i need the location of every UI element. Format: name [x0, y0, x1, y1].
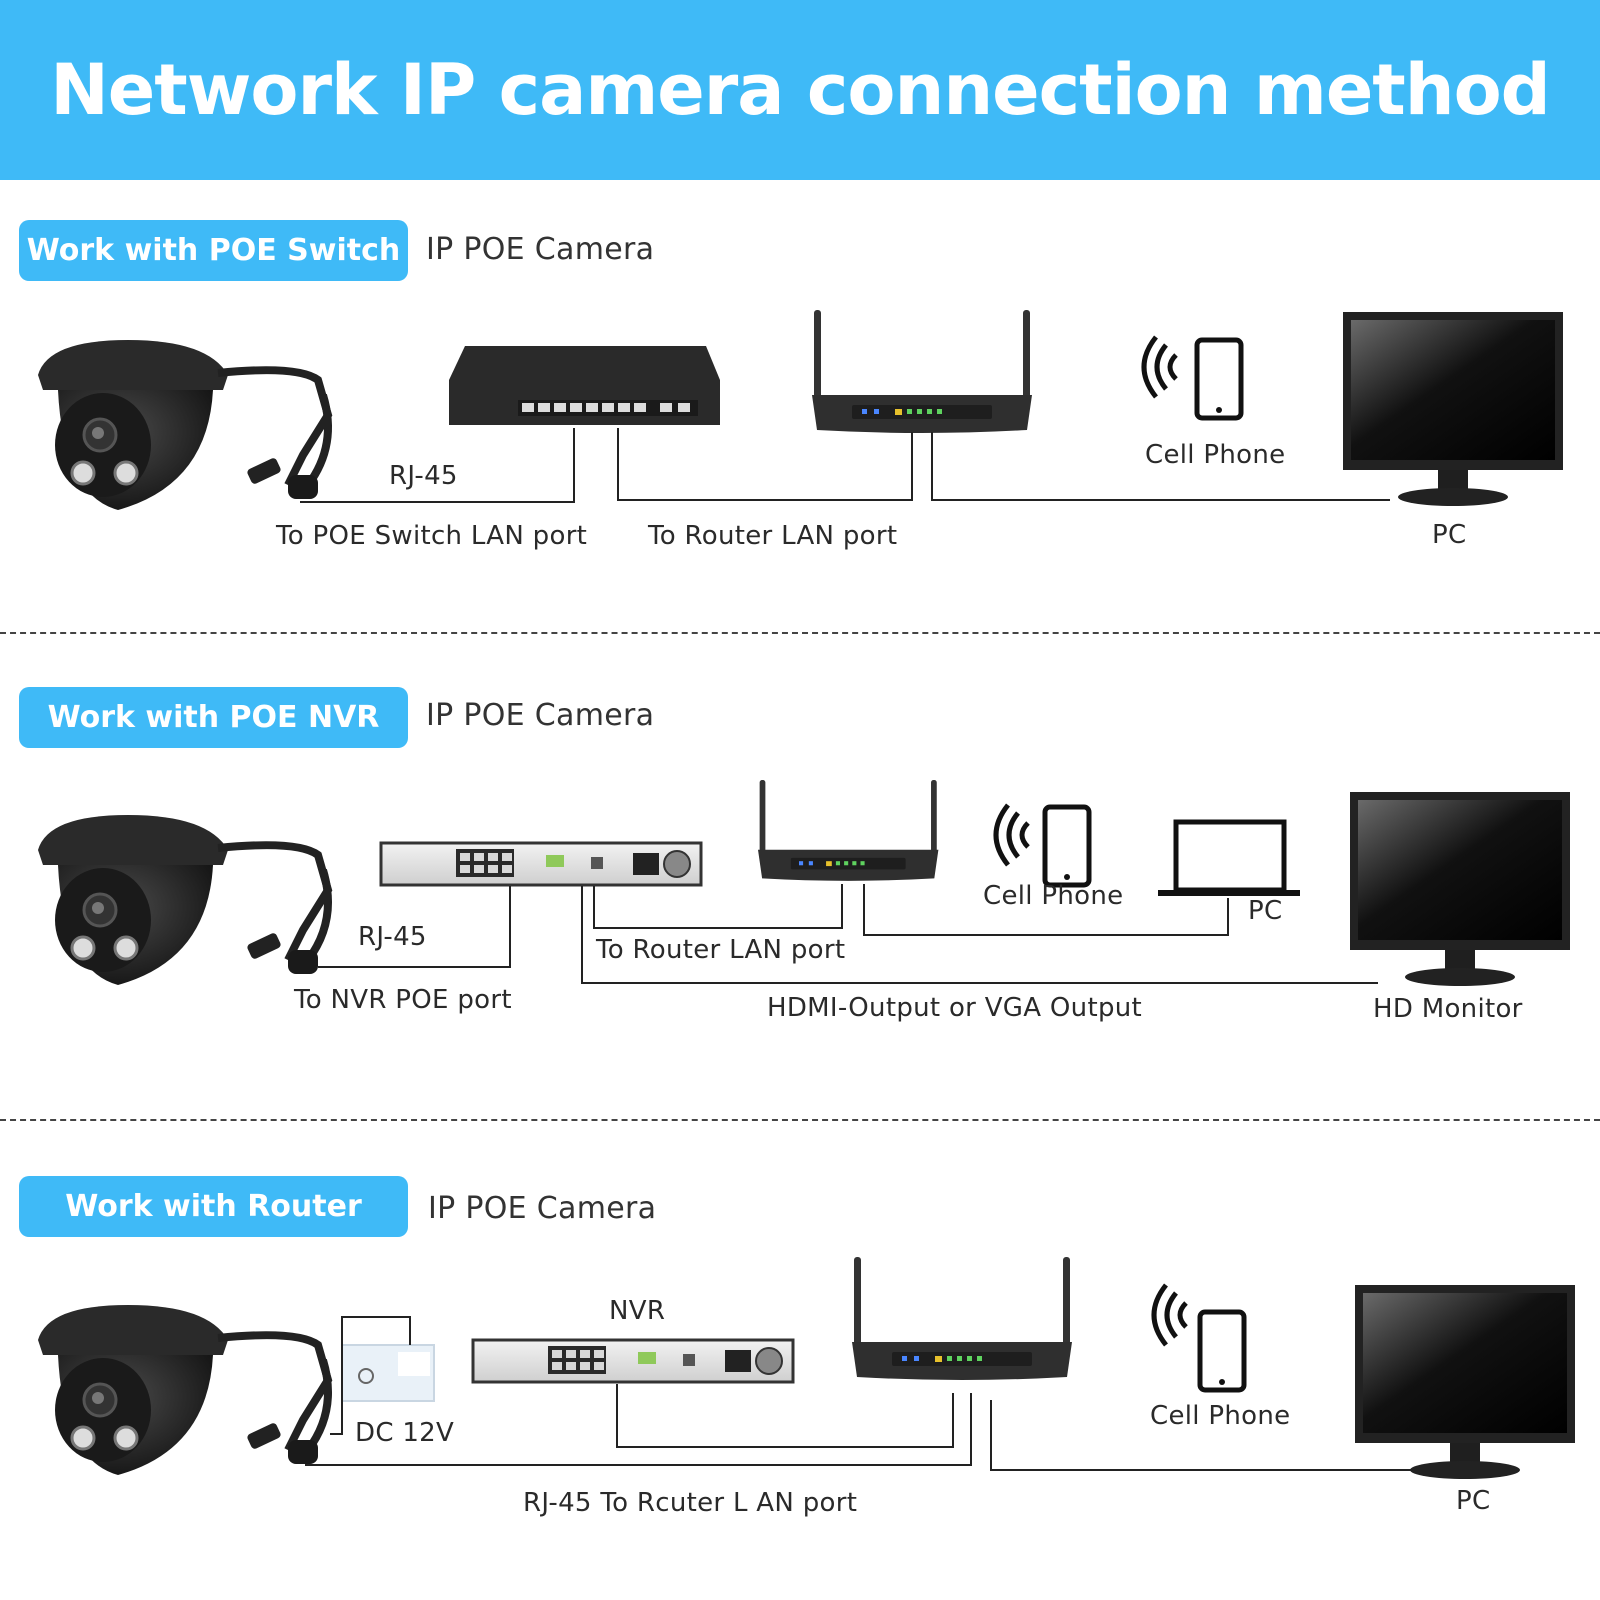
- label-cell-phone: Cell Phone: [1150, 1401, 1291, 1431]
- connection-lines: [300, 428, 1390, 503]
- label-rj45: RJ-45: [389, 461, 458, 491]
- connection-lines: [318, 884, 1378, 984]
- section-badge-poe-switch: Work with POE Switch: [19, 220, 408, 281]
- label-dc12v: DC 12V: [355, 1418, 455, 1448]
- dome-camera-icon: [38, 340, 328, 510]
- label-to-router: To Router LAN port: [596, 935, 846, 965]
- section-divider: [0, 1119, 1600, 1121]
- label-rj45: RJ-45: [358, 922, 427, 952]
- wifi-signal-icon: [996, 805, 1028, 865]
- diagram-router: [0, 1257, 1575, 1479]
- wifi-signal-icon: [1144, 337, 1176, 397]
- section-badge-poe-nvr: Work with POE NVR: [19, 687, 408, 748]
- monitor-icon: [1350, 792, 1570, 986]
- label-to-router: To Router LAN port: [648, 521, 898, 551]
- camera-title: IP POE Camera: [428, 1191, 657, 1226]
- cell-phone-icon: [1197, 340, 1241, 418]
- laptop-icon: [1158, 819, 1300, 896]
- label-to-nvr: To NVR POE port: [294, 985, 512, 1015]
- monitor-icon: [1355, 1285, 1575, 1479]
- power-adapter-icon: [341, 1344, 435, 1402]
- page-title: Network IP camera connection method: [50, 49, 1551, 131]
- section-badge-router: Work with Router: [19, 1176, 408, 1237]
- wifi-signal-icon: [1154, 1285, 1186, 1345]
- poe-switch-icon: [449, 346, 720, 425]
- connection-lines: [305, 1316, 1494, 1471]
- label-rj45-router: RJ-45 To Rcuter L AN port: [523, 1488, 858, 1518]
- label-nvr: NVR: [609, 1296, 666, 1326]
- section-divider: [0, 632, 1600, 634]
- cell-phone-icon: [1045, 807, 1089, 885]
- cell-phone-icon: [1200, 1312, 1244, 1390]
- label-to-switch: To POE Switch LAN port: [276, 521, 588, 551]
- monitor-icon: [1343, 312, 1563, 506]
- label-pc: PC: [1456, 1486, 1491, 1516]
- router-icon: [812, 310, 1032, 433]
- dome-camera-icon: [38, 815, 328, 985]
- camera-title: IP POE Camera: [426, 232, 655, 267]
- diagram-poe-nvr: [0, 780, 1570, 1040]
- label-pc: PC: [1248, 896, 1283, 926]
- label-cell-phone: Cell Phone: [1145, 440, 1286, 470]
- nvr-icon: [471, 1338, 795, 1384]
- label-cell-phone: Cell Phone: [983, 881, 1124, 911]
- label-pc: PC: [1432, 520, 1467, 550]
- label-hdmi-vga: HDMI-Output or VGA Output: [767, 993, 1143, 1023]
- camera-title: IP POE Camera: [426, 698, 655, 733]
- dome-camera-icon: [38, 1305, 328, 1475]
- router-icon: [852, 1257, 1072, 1380]
- nvr-icon: [379, 841, 703, 887]
- label-hd-monitor: HD Monitor: [1373, 994, 1523, 1024]
- diagram-poe-switch: [0, 310, 1563, 560]
- title-banner: [0, 0, 1600, 180]
- router-icon: [758, 780, 939, 881]
